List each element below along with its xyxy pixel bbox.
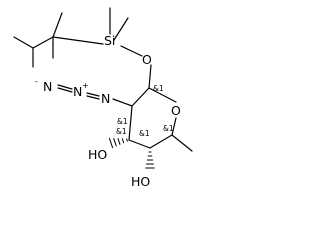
stereo-label-c1: &1 [153, 84, 164, 93]
atom-o-silyl: O [142, 52, 152, 67]
atom-o-ring: O [171, 103, 181, 118]
hashed-bond-c3-oh [108, 137, 128, 149]
atom-n-middle: N [73, 84, 82, 99]
atom-n-terminal: N [43, 79, 52, 94]
atom-n-inner: N [101, 91, 110, 106]
charge-minus: - [35, 77, 38, 86]
stereo-label-c3: &1 [116, 127, 127, 136]
atom-oh-left: HO [88, 147, 107, 162]
bond-skeleton [13, 7, 193, 152]
stereo-label-c5: &1 [163, 124, 174, 133]
stereo-label-c4: &1 [139, 129, 150, 138]
stereo-label-c2: &1 [117, 117, 128, 126]
atom-oh-bottom: HO [131, 174, 150, 189]
hashed-bond-c4-oh [145, 151, 155, 169]
structure-diagram: Si O O N - N + N HO HO &1 &1 &1 &1 &1 [13, 7, 193, 189]
charge-plus: + [82, 81, 89, 90]
atom-si: Si [104, 33, 115, 48]
